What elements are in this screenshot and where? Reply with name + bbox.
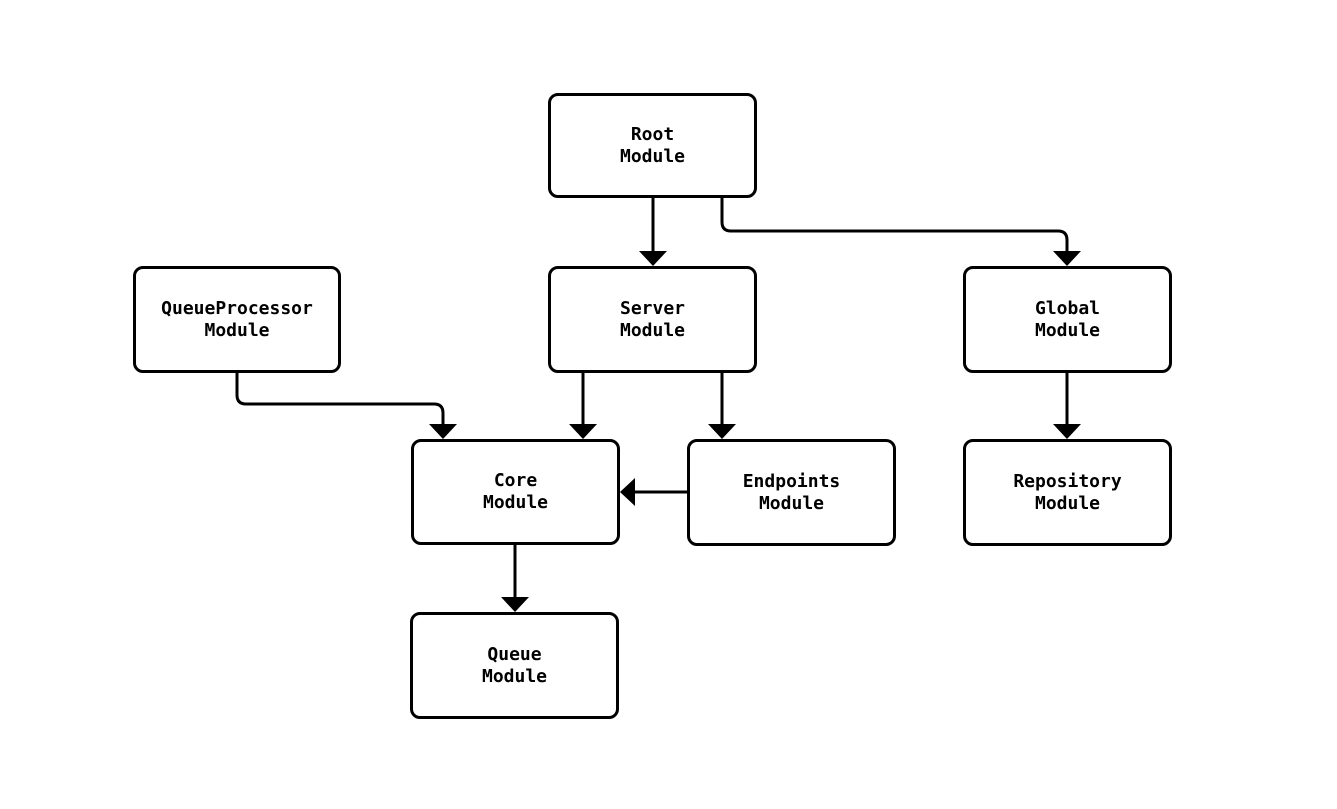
node-queue-module: Queue Module: [410, 612, 619, 719]
node-queue-module-label: Queue Module: [481, 643, 548, 687]
node-server-module-label: Server Module: [619, 297, 686, 341]
node-queueprocessor-module: QueueProcessor Module: [133, 266, 341, 373]
node-root-module: Root Module: [548, 93, 757, 198]
node-endpoints-module-label: Endpoints Module: [742, 470, 841, 514]
edge-server-to-endpoints-arrowhead: [708, 424, 736, 439]
node-global-module-label: Global Module: [1034, 297, 1101, 341]
node-endpoints-module: Endpoints Module: [687, 439, 896, 546]
edge-queueprocessor-to-core-arrowhead: [429, 424, 457, 439]
node-queueprocessor-module-label: QueueProcessor Module: [161, 297, 313, 341]
node-core-module: Core Module: [411, 439, 620, 545]
edge-server-to-core-arrowhead: [569, 424, 597, 439]
edge-global-to-repository-arrowhead: [1053, 424, 1081, 439]
node-global-module: Global Module: [963, 266, 1172, 373]
edge-root-to-global: [720, 198, 1069, 255]
edge-root-to-global-arrowhead: [1053, 251, 1081, 266]
edge-root-to-server-arrowhead: [639, 251, 667, 266]
node-server-module: Server Module: [548, 266, 757, 373]
node-core-module-label: Core Module: [482, 470, 549, 513]
node-repository-module-label: Repository Module: [1013, 470, 1122, 514]
edge-core-to-queue-arrowhead: [501, 597, 529, 612]
edge-queueprocessor-to-core: [235, 373, 445, 428]
node-root-module-label: Root Module: [619, 123, 686, 167]
node-repository-module: Repository Module: [963, 439, 1172, 546]
edge-endpoints-to-core-arrowhead: [620, 478, 635, 506]
